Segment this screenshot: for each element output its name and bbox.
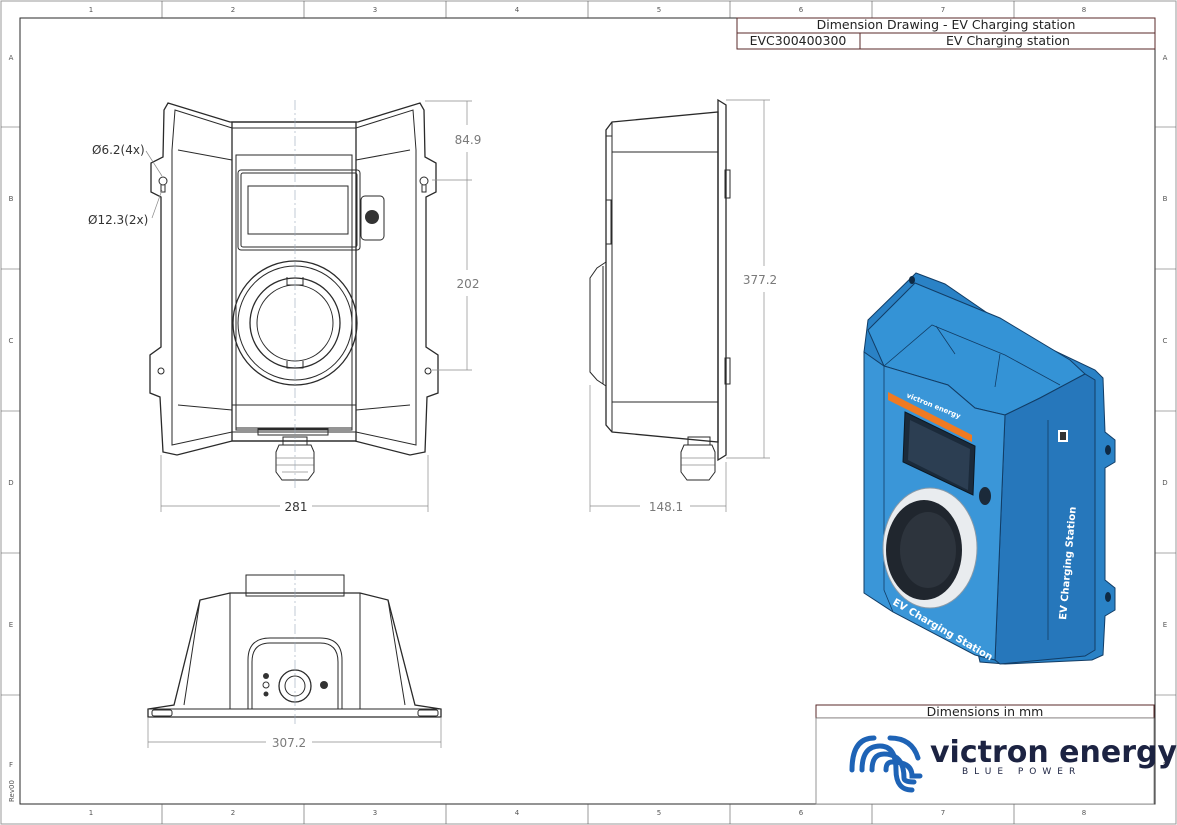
zone-col-8: 8	[1082, 6, 1086, 14]
iso-view: victron energy EV Charging Station EV Ch…	[863, 272, 1116, 665]
zone-row-e: E	[9, 621, 13, 629]
zone-row-f-right: F	[1163, 761, 1167, 769]
zone-col-6-bottom: 6	[799, 809, 804, 817]
side-dimensions: 377.2 148.1	[589, 99, 777, 514]
front-flange-facets	[177, 149, 411, 411]
front-dimensions: 84.9 202 281 Ø6.2(4x) Ø12.3(2x)	[88, 100, 482, 514]
zone-col-8-bottom: 8	[1082, 809, 1086, 817]
victron-logo: victron energy BLUE POWER	[849, 735, 1177, 793]
zone-col-6: 6	[799, 6, 804, 14]
zone-column-labels-top: 1 2 3 4 5 6 7 8	[89, 6, 1086, 14]
rfid-icon	[365, 210, 379, 224]
logo-tagline: BLUE POWER	[962, 767, 1081, 777]
revision-label: Rev00	[8, 780, 16, 802]
zone-row-a-right: A	[1163, 54, 1168, 62]
front-cable-gland	[275, 444, 315, 481]
side-view	[589, 98, 731, 481]
side-body	[605, 111, 719, 443]
zone-col-5: 5	[657, 6, 661, 14]
units-note: Dimensions in mm	[927, 704, 1044, 719]
zone-row-b: B	[9, 195, 14, 203]
dim-height: 377.2	[743, 273, 777, 287]
front-view	[149, 100, 439, 490]
zone-row-b-right: B	[1163, 195, 1168, 203]
dim-front-width: 281	[285, 500, 308, 514]
rfid-reader	[360, 195, 385, 241]
dim-hole-spacing: 202	[457, 277, 480, 291]
front-panel	[235, 154, 353, 431]
logo-wordmark: victron energy	[930, 735, 1177, 770]
zone-col-3: 3	[373, 6, 377, 14]
zone-col-2-bottom: 2	[231, 809, 235, 817]
zone-column-labels-bottom: 1 2 3 4 5 6 7 8	[89, 809, 1086, 817]
display-frame	[237, 169, 361, 251]
iso-side-panel	[994, 373, 1096, 665]
units-box: Dimensions in mm	[815, 704, 1155, 805]
zone-row-a: A	[9, 54, 14, 62]
bottom-led-2	[262, 681, 270, 689]
mount-hole-bl	[157, 367, 165, 375]
side-wall-plate	[717, 98, 727, 462]
zone-row-c-right: C	[1163, 337, 1168, 345]
zone-col-4: 4	[515, 6, 520, 14]
side-socket-protrusion	[589, 261, 607, 387]
victron-waves-icon	[849, 735, 923, 793]
iso-orange-strip	[888, 392, 972, 442]
zone-row-labels-left: A B C D E F	[8, 54, 13, 769]
dim-depth: 148.1	[649, 500, 683, 514]
title-block: Dimension Drawing - EV Charging station …	[736, 17, 1156, 50]
zone-row-d-right: D	[1162, 479, 1167, 487]
zone-col-2: 2	[231, 6, 235, 14]
zone-row-e-right: E	[1163, 621, 1167, 629]
part-description: EV Charging station	[946, 33, 1070, 48]
zone-col-1: 1	[89, 6, 93, 14]
dim-top-to-hole: 84.9	[455, 133, 482, 147]
iso-rfid	[979, 487, 991, 505]
drawing-title: Dimension Drawing - EV Charging station	[817, 17, 1076, 32]
part-number: EVC300400300	[750, 33, 847, 48]
side-cable-gland	[680, 444, 716, 481]
mount-hole-br	[424, 367, 432, 375]
zone-col-5-bottom: 5	[657, 809, 661, 817]
dim-small-hole: Ø6.2(4x)	[92, 143, 145, 157]
zone-row-labels-right: A B C D E F	[1162, 54, 1167, 769]
keyhole-right	[419, 176, 429, 186]
zone-col-7: 7	[941, 6, 945, 14]
display-screen	[247, 185, 349, 235]
bottom-view	[147, 570, 442, 725]
zone-row-f: F	[9, 761, 13, 769]
zone-col-7-bottom: 7	[941, 809, 945, 817]
front-main-body	[231, 121, 357, 442]
zone-row-c: C	[9, 337, 14, 345]
zone-col-4-bottom: 4	[515, 809, 520, 817]
bottom-led-3	[263, 691, 269, 697]
zone-col-3-bottom: 3	[373, 809, 377, 817]
dim-bottom-width: 307.2	[272, 736, 306, 750]
keyhole-left	[158, 176, 168, 186]
bottom-vent	[320, 681, 328, 689]
front-flange-inner	[171, 109, 417, 446]
bottom-led-1	[263, 673, 269, 679]
dim-keyhole: Ø12.3(2x)	[88, 213, 148, 227]
display-bezel	[240, 172, 358, 248]
zone-row-d: D	[8, 479, 13, 487]
front-flange-outline	[149, 102, 439, 456]
zone-col-1-bottom: 1	[89, 809, 93, 817]
bottom-dimensions: 307.2	[147, 718, 442, 750]
